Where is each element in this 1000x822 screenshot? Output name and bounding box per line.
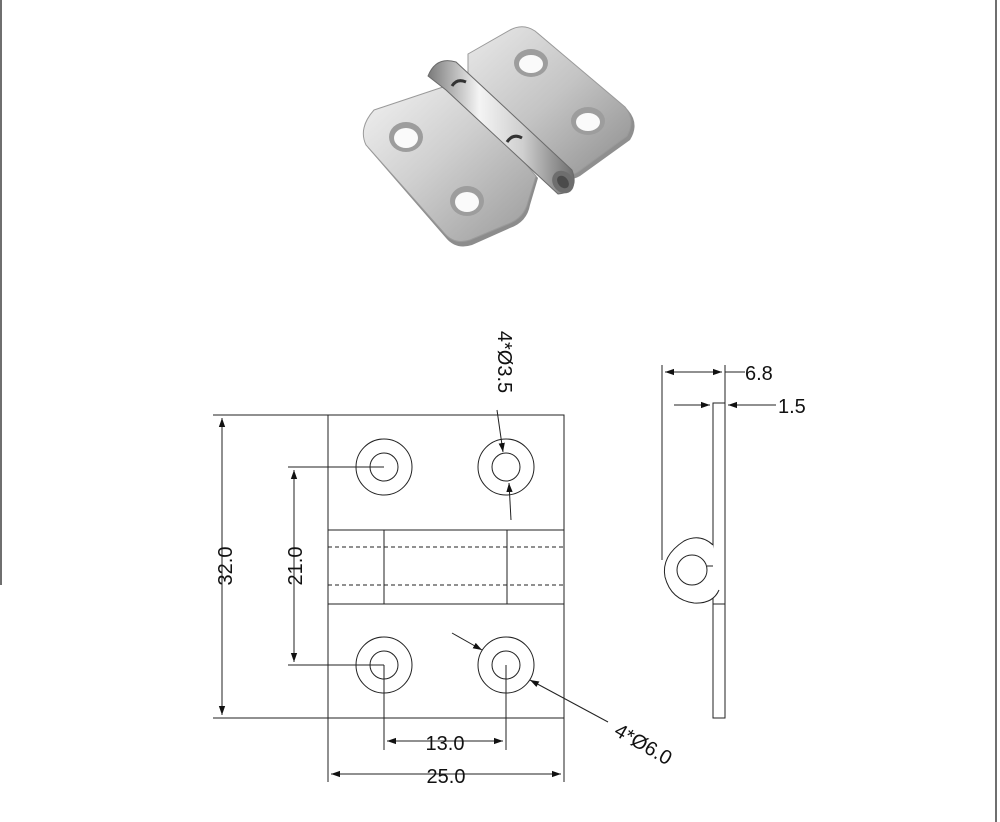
dim-knuckle-width-label: 6.8 xyxy=(745,363,773,385)
front-view-drawing xyxy=(213,409,609,782)
dim-thickness-label: 1.5 xyxy=(778,396,806,418)
callout-countersink: 4*Ø6.0 xyxy=(611,720,676,770)
hinge-photo-barrel xyxy=(427,60,575,195)
hinge-photo-right-leaf xyxy=(467,26,635,180)
right-frame-line xyxy=(995,0,997,822)
dim-hole-pitch-horizontal-label: 13.0 xyxy=(426,733,465,755)
dim-width-label: 25.0 xyxy=(427,766,466,788)
side-view-drawing xyxy=(661,365,776,719)
countersunk-hole xyxy=(477,438,535,496)
left-frame-line xyxy=(0,0,2,585)
hinge-photo-left-leaf xyxy=(362,84,538,247)
dim-hole-pitch-vertical-label: 21.0 xyxy=(285,547,307,586)
front-view-outline xyxy=(327,414,565,719)
hinge-photo xyxy=(362,26,635,247)
side-view-knuckle xyxy=(663,537,720,604)
dim-height-label: 32.0 xyxy=(215,547,237,586)
callout-small-holes: 4*Ø3.5 xyxy=(493,331,515,393)
